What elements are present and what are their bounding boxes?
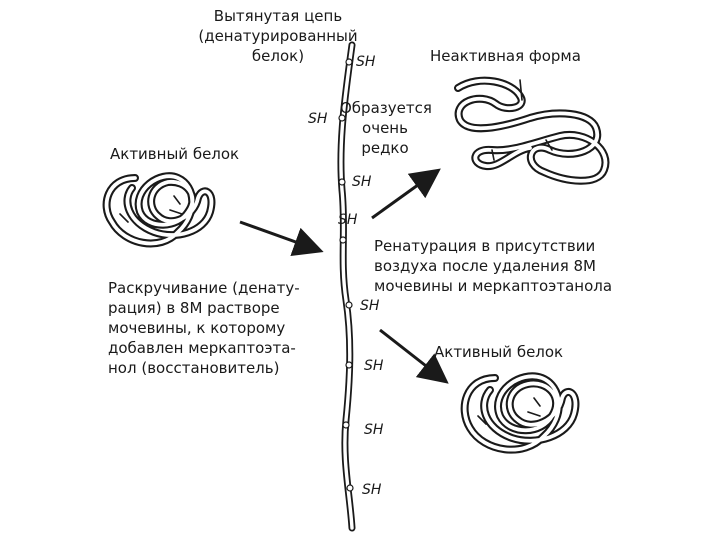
chain-title-line: (денатурированный bbox=[198, 27, 358, 45]
arrow-to-chain bbox=[239, 220, 324, 257]
rare-formation-note: Образуется очень редко bbox=[340, 98, 432, 158]
rare-line: редко bbox=[361, 139, 409, 157]
renaturation-caption: Ренатурация в присутствии воздуха после … bbox=[374, 236, 612, 296]
active-protein-left-label: Активный белок bbox=[110, 145, 240, 163]
chain-title-line: белок) bbox=[251, 47, 305, 65]
sh-group-label: SH bbox=[356, 54, 376, 70]
denaturation-caption: Раскручивание (денату- рация) в 8М раств… bbox=[108, 278, 300, 378]
chain-title-line: Вытянутая цепь bbox=[213, 7, 343, 25]
sh-group-label: SH bbox=[362, 482, 382, 498]
renaturation-line: воздуха после удаления 8М bbox=[374, 257, 596, 275]
arrow-to-inactive bbox=[371, 168, 441, 220]
denaturation-line: добавлен меркаптоэта- bbox=[108, 339, 296, 357]
renaturation-line: Ренатурация в присутствии bbox=[374, 237, 596, 255]
denaturation-line: мочевины, к которому bbox=[108, 319, 286, 337]
sh-group-label: SH bbox=[338, 212, 358, 228]
active-protein-right-label: Активный белок bbox=[434, 343, 564, 361]
sh-group-label: SH bbox=[308, 111, 328, 127]
inactive-form-label: Неактивная форма bbox=[430, 47, 581, 65]
inactive-form bbox=[454, 76, 610, 185]
extended-chain bbox=[337, 41, 356, 532]
sh-group-label: SH bbox=[360, 298, 380, 314]
active-protein-right bbox=[460, 372, 580, 454]
sh-group-label: SH bbox=[352, 174, 372, 190]
denaturation-line: Раскручивание (денату- bbox=[108, 279, 300, 297]
active-protein-left bbox=[102, 172, 216, 248]
renaturation-line: мочевины и меркаптоэтанола bbox=[374, 277, 613, 295]
denaturation-line: рация) в 8М растворе bbox=[108, 299, 280, 317]
arrow-to-active bbox=[379, 328, 449, 384]
sh-group-label: SH bbox=[364, 358, 384, 374]
chain-title: Вытянутая цепь (денатурированный белок) bbox=[188, 6, 368, 66]
sh-group-label: SH bbox=[364, 422, 384, 438]
denaturation-line: нол (восстановитель) bbox=[108, 359, 280, 377]
rare-line: очень bbox=[362, 119, 408, 137]
rare-line: Образуется bbox=[340, 99, 432, 117]
